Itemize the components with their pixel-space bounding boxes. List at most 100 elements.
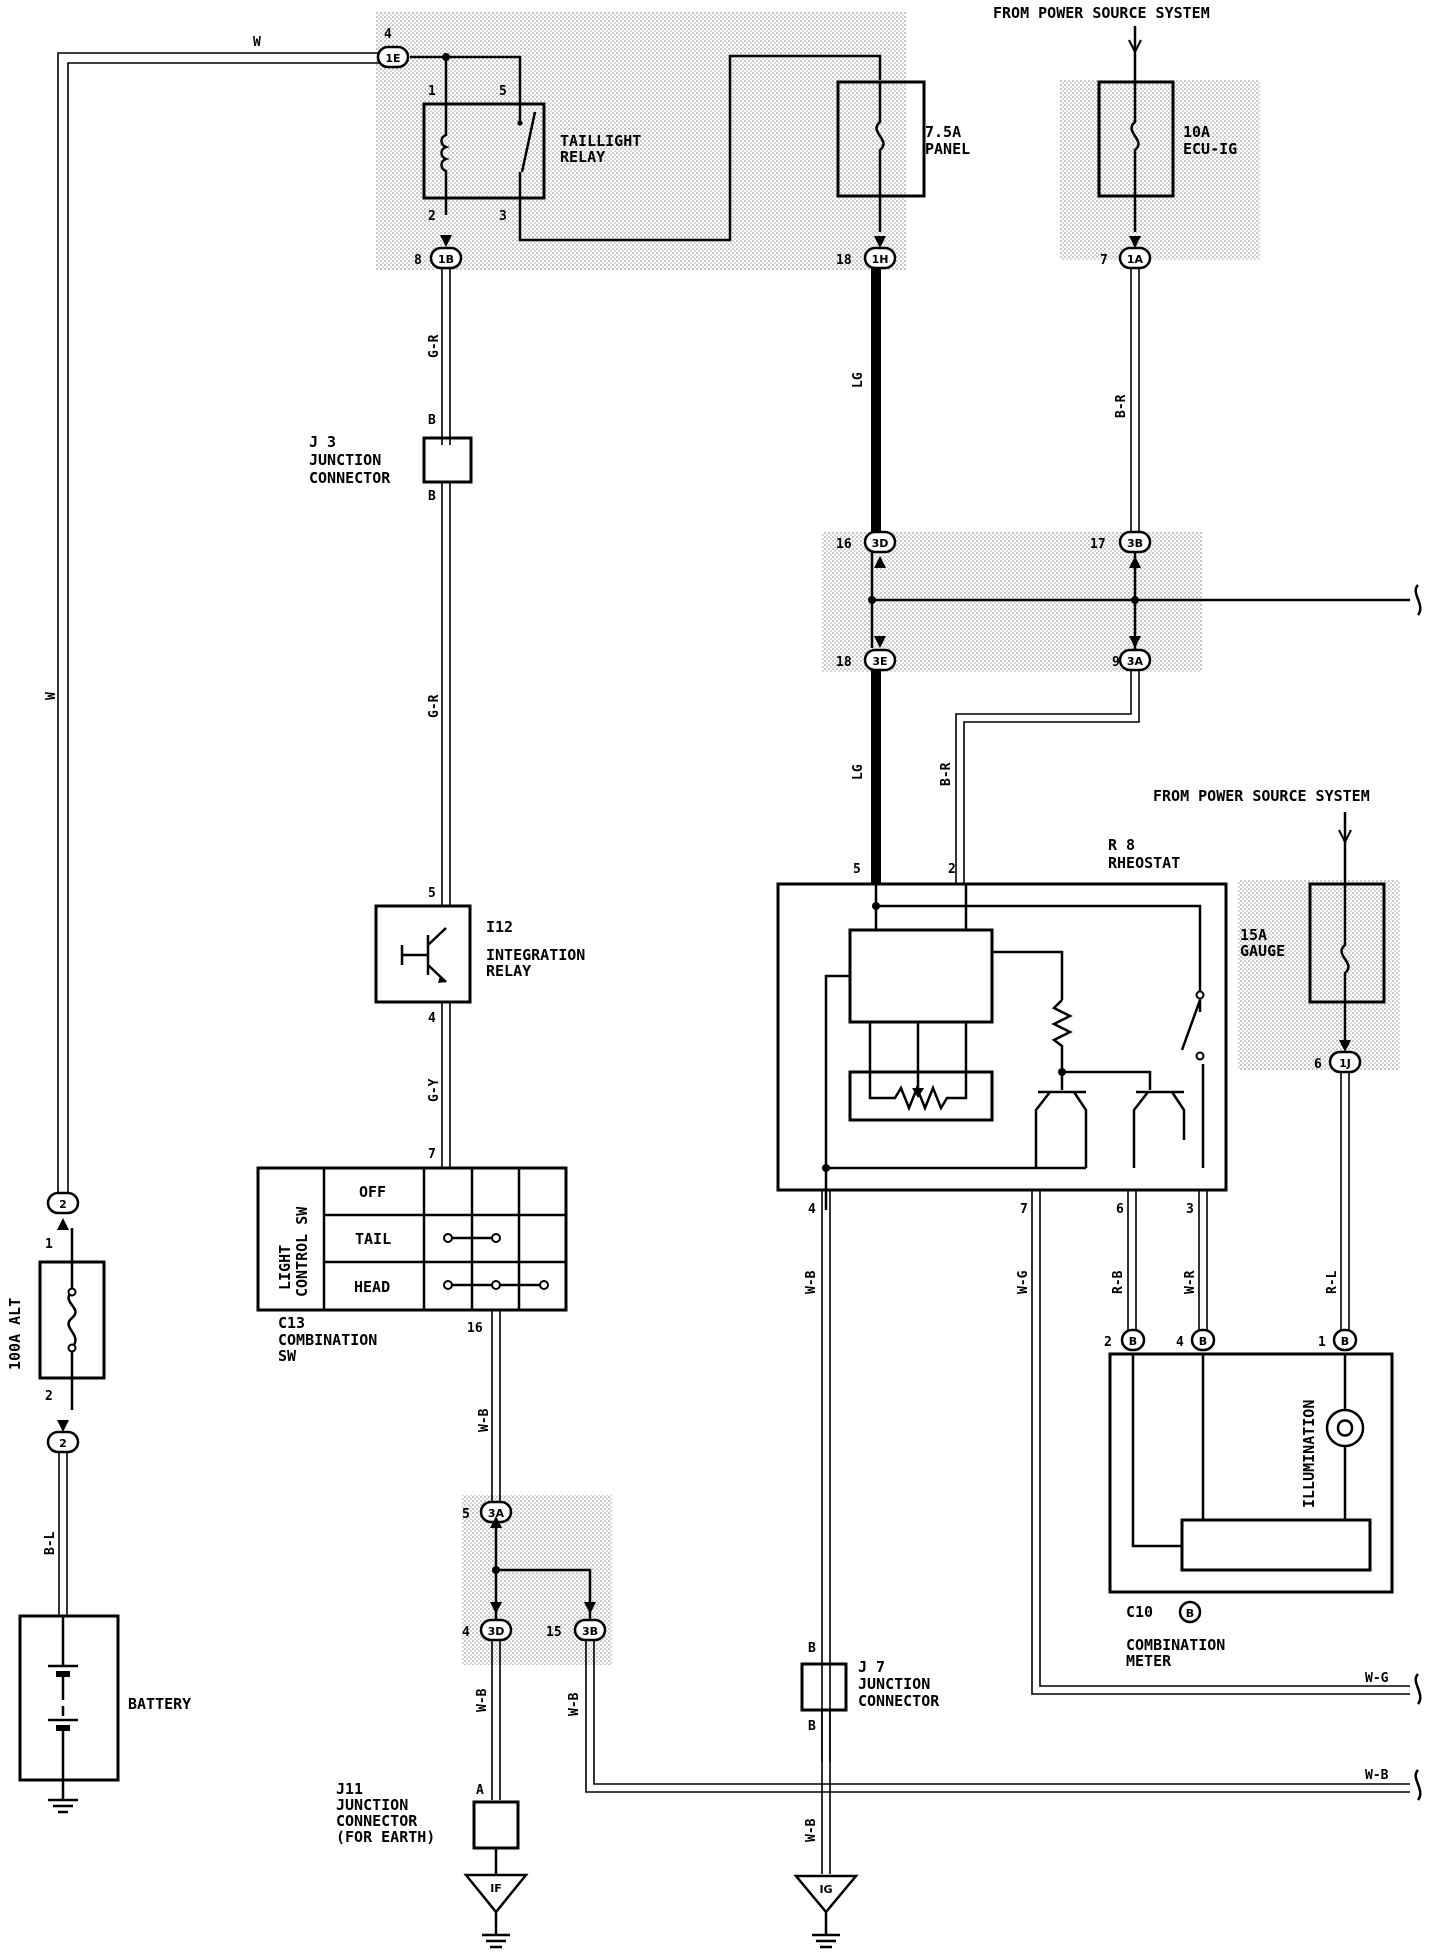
ground-if bbox=[463, 1848, 529, 1949]
r8-switch bbox=[1180, 999, 1202, 1051]
wire-g-y-label: G-Y bbox=[427, 1078, 442, 1102]
j11-label-1: J11 bbox=[336, 1780, 363, 1798]
wire-b-l-label: B-L bbox=[43, 1531, 58, 1555]
j3-label-3: CONNECTOR bbox=[309, 469, 391, 487]
connector-2-top-label: 2 bbox=[59, 1198, 67, 1211]
connector-1b-label: 1B bbox=[438, 253, 454, 266]
connector-1j-label: 1J bbox=[1339, 1057, 1351, 1070]
arrow-up-icon bbox=[1129, 556, 1141, 568]
connector-b-pin2 bbox=[1120, 1328, 1146, 1352]
connector-3a-right-label: 3A bbox=[1127, 655, 1144, 668]
i12-label-2: INTEGRATION bbox=[486, 946, 585, 964]
fuse-ecu-element bbox=[1130, 82, 1140, 232]
arrow-down-icon bbox=[1339, 1040, 1351, 1052]
connector-3b-left-label: 3B bbox=[582, 1625, 598, 1638]
pin-3d-4: 4 bbox=[462, 1625, 470, 1640]
pin-3a-9: 9 bbox=[1112, 655, 1120, 670]
wire-w-b-c13 bbox=[491, 1310, 501, 1502]
wire-w-top bbox=[57, 52, 392, 1192]
alt-fusible-link bbox=[67, 1228, 77, 1410]
alt-label: 100A ALT bbox=[6, 1298, 24, 1370]
connector-3a-right bbox=[1118, 648, 1152, 672]
wire-b-l bbox=[58, 1452, 68, 1616]
connector-1a-label: 1A bbox=[1127, 253, 1144, 266]
r8-label-2: RHEOSTAT bbox=[1108, 854, 1180, 872]
j7-pin-b-top: B bbox=[808, 1641, 816, 1656]
fuse-panel-label-1: 7.5A bbox=[925, 123, 961, 141]
relay-pin-3: 3 bbox=[499, 209, 507, 224]
transistor-symbol bbox=[400, 927, 447, 983]
resistor-wiper-icon bbox=[912, 1088, 924, 1098]
battery-box bbox=[18, 1614, 120, 1782]
j11-label-3: CONNECTOR bbox=[336, 1812, 418, 1830]
r8-pin-4: 4 bbox=[808, 1202, 816, 1217]
arrow-down-icon bbox=[874, 636, 886, 648]
arrow-down-icon bbox=[57, 1420, 69, 1432]
wire-w-top-inner bbox=[67, 62, 392, 1192]
connector-3b-left bbox=[573, 1618, 607, 1642]
fuse-gauge-label-2: GAUGE bbox=[1240, 942, 1285, 960]
arrow-up-icon bbox=[490, 1516, 502, 1528]
relay-contact bbox=[517, 120, 523, 126]
j7-label-3: CONNECTOR bbox=[858, 1692, 940, 1710]
arrow-down-icon bbox=[874, 236, 886, 248]
c13-label-3: SW bbox=[278, 1347, 297, 1365]
junction-dot bbox=[822, 1164, 830, 1172]
r8-variable-resistor-box bbox=[848, 1070, 994, 1122]
illumination-bulb-icon bbox=[1325, 1408, 1365, 1448]
connector-3b-top-label: 3B bbox=[1127, 537, 1143, 550]
contact bbox=[539, 1280, 549, 1290]
wire-b-r-2 bbox=[955, 670, 1140, 884]
wire-break-icon bbox=[1414, 1769, 1422, 1801]
fuse-ecu-label-2: ECU-IG bbox=[1183, 140, 1237, 158]
j11-junction-box bbox=[472, 1800, 520, 1850]
arrow-down-icon bbox=[1129, 236, 1141, 248]
arrow-down-icon bbox=[440, 235, 452, 247]
fuse-gauge-element bbox=[1340, 884, 1350, 1044]
pin-1a-7: 7 bbox=[1100, 253, 1108, 268]
r8-label-1: R 8 bbox=[1108, 836, 1135, 854]
relay-coil bbox=[440, 110, 450, 215]
connector-1e-label: 1E bbox=[385, 52, 400, 65]
junction-dot bbox=[1131, 596, 1139, 604]
wire-w-b-label-1: W-B bbox=[477, 1408, 492, 1432]
ground-if-label: IF bbox=[490, 1882, 502, 1895]
arrow-down-icon bbox=[1129, 636, 1141, 648]
junction-dot bbox=[872, 902, 880, 910]
wire-g-r-a bbox=[441, 268, 451, 445]
alt-pin-2: 2 bbox=[45, 1389, 53, 1404]
connector-2-top bbox=[46, 1191, 80, 1215]
wire-w-g-label: W-G bbox=[1016, 1270, 1031, 1294]
junction-dot bbox=[868, 596, 876, 604]
connector-3d-top-label: 3D bbox=[872, 537, 889, 550]
wire-w-r-label: W-R bbox=[1183, 1270, 1198, 1294]
r8-pin-6: 6 bbox=[1116, 1202, 1124, 1217]
battery-symbol bbox=[48, 1616, 78, 1814]
i12-label-1: I12 bbox=[486, 918, 513, 936]
connector-3e-label: 3E bbox=[872, 655, 887, 668]
wire-r-b-label: R-B bbox=[1111, 1270, 1126, 1294]
connector-b-pin1-label: B bbox=[1341, 1335, 1349, 1348]
connector-b-pin4-label: B bbox=[1199, 1335, 1207, 1348]
contact bbox=[443, 1233, 453, 1243]
c13-pin-16: 16 bbox=[467, 1321, 483, 1336]
wire-r-b bbox=[1127, 1190, 1137, 1330]
c10-pin-b-label: B bbox=[1186, 1607, 1194, 1620]
junction-dot bbox=[492, 1566, 500, 1574]
arrow-down-icon bbox=[1338, 829, 1352, 845]
wire-w-b-3b bbox=[585, 1640, 1410, 1793]
wire-w-b-j11 bbox=[491, 1640, 501, 1800]
light-control-switch-box bbox=[256, 1166, 568, 1312]
pin-1j-6: 6 bbox=[1314, 1057, 1322, 1072]
transistor-arrow-icon bbox=[438, 976, 446, 983]
switch-head-label: HEAD bbox=[354, 1278, 390, 1296]
connector-1b bbox=[429, 246, 463, 270]
j7-junction-box bbox=[800, 1662, 848, 1712]
wire-w-b-label-4: W-B bbox=[804, 1270, 819, 1294]
c10-label-1: C10 bbox=[1126, 1603, 1153, 1621]
wire-w-b-label-5: W-B bbox=[804, 1818, 819, 1842]
wire-g-r-label-1: G-R bbox=[427, 334, 442, 358]
connector-3a-left-label: 3A bbox=[488, 1507, 505, 1520]
wire-w-top-label: W bbox=[253, 35, 261, 50]
arrow-up-icon bbox=[874, 556, 886, 568]
